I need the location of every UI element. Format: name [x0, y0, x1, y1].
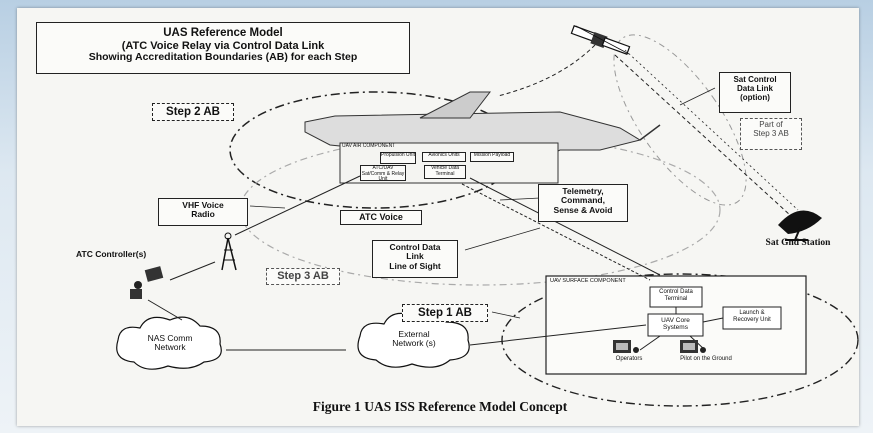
- cdl-line-2: Link: [406, 251, 424, 262]
- nas-comm-network-label: NAS Comm Network: [132, 333, 208, 353]
- atc-controller-icon: [130, 266, 164, 299]
- atc-controller-label: ATC Controller(s): [76, 249, 147, 259]
- sat-to-gnd-link: [614, 54, 791, 216]
- step1-boundary: [501, 273, 859, 407]
- uav-air-header: UAV AIR COMPONENT: [342, 143, 396, 149]
- atc-voice-label: ATC Voice: [340, 210, 422, 225]
- ext-line-1: External: [398, 329, 430, 339]
- sat-to-gnd-link-2: [624, 49, 799, 211]
- operators-workstation-icon: [613, 340, 639, 353]
- atc-relay-unit-box: ATC/UAV Sat/Comm & Relay Unit: [360, 165, 406, 182]
- part-step3-line-1: Part of: [759, 120, 783, 129]
- nas-line-2: Network: [154, 342, 186, 353]
- sat-link-line-2: Data Link: [736, 83, 773, 93]
- sat-control-link-label: Sat Control Data Link (option): [719, 72, 791, 113]
- radio-tower-icon: [221, 232, 237, 271]
- mission-payload-box: Mission Payload: [470, 152, 514, 162]
- control-data-terminal-label: Control Data Terminal: [650, 289, 702, 302]
- launch-line-1: Launch &: [739, 310, 765, 316]
- step2-label: Step 2 AB: [152, 103, 234, 121]
- launch-recovery-label: Launch & Recovery Unit: [723, 310, 781, 323]
- sat-link-line-1: Sat Control: [733, 75, 777, 84]
- title-box: UAS Reference Model (ATC Voice Relay via…: [36, 22, 410, 74]
- cdt-line-1: Control Data: [659, 289, 693, 295]
- title-line-3: Showing Accreditation Boundaries (AB) fo…: [88, 50, 358, 63]
- step3-label: Step 3 AB: [266, 268, 340, 285]
- cdl-line-1: Control Data: [389, 242, 441, 252]
- satellite-icon: [570, 25, 631, 55]
- step1-leader: [491, 311, 521, 319]
- sat-link-boundary: [613, 34, 747, 206]
- external-to-core: [469, 324, 647, 346]
- sat-to-air-link: [497, 44, 596, 97]
- title-line-1: UAS Reference Model: [163, 27, 283, 39]
- propulsion-unit-box: Propulsion Unit: [380, 152, 416, 164]
- core-line-2: Systems: [663, 324, 688, 332]
- operators-label: Operators: [615, 356, 643, 362]
- core-line-1: UAV Core: [661, 317, 690, 324]
- vhf-to-air-link: [234, 175, 361, 236]
- external-network-label: External Network (s): [374, 329, 454, 349]
- nas-network-cloud: [116, 316, 222, 370]
- vehicle-data-terminal-box: Vehicle Data Terminal: [424, 165, 466, 179]
- pilot-on-ground-label: Pilot on the Ground: [680, 356, 732, 362]
- figure-caption: Figure 1 UAS ISS Reference Model Concept: [312, 399, 568, 414]
- pilot-workstation-icon: [680, 340, 706, 353]
- cdl-line-3: Line of Sight: [389, 260, 441, 271]
- controller-to-tower: [169, 261, 216, 281]
- cdt-line-2: Terminal: [664, 295, 688, 302]
- ext-line-2: Network (s): [392, 338, 436, 349]
- vhf-line-1: VHF Voice: [182, 200, 224, 210]
- avionics-units-box: Avionics Units: [422, 152, 466, 162]
- sat-label-leader: [679, 87, 716, 106]
- control-data-link-2: [461, 183, 651, 281]
- telemetry-leader: [499, 197, 541, 201]
- part-step3-line-2: Step 3 AB: [753, 128, 789, 138]
- title-line-2: (ATC Voice Relay via Control Data Link: [121, 39, 325, 52]
- nas-line-1: NAS Comm: [147, 333, 193, 343]
- control-data-link: [469, 177, 661, 276]
- step1-label: Step 1 AB: [402, 304, 488, 322]
- telemetry-line-2: Command,: [561, 195, 605, 206]
- telemetry-label: Telemetry, Command, Sense & Avoid: [538, 184, 628, 222]
- external-network-cloud: [357, 312, 470, 368]
- telemetry-line-3: Sense & Avoid: [553, 204, 613, 215]
- uav-core-systems-label: UAV Core Systems: [648, 317, 703, 331]
- cdl-leader: [464, 227, 541, 251]
- vhf-line-2: Radio: [191, 209, 215, 220]
- uav-surface-header: UAV SURFACE COMPONENT: [550, 278, 626, 284]
- part-of-step3-label: Part of Step 3 AB: [740, 118, 802, 150]
- controller-to-nas: [147, 299, 183, 321]
- sat-gnd-station-label: Sat Gnd Station: [765, 238, 831, 248]
- launch-line-2: Recovery Unit: [733, 316, 771, 323]
- vhf-label-leader: [249, 205, 286, 209]
- sat-link-line-3: (option): [740, 92, 770, 102]
- vhf-voice-radio-label: VHF Voice Radio: [158, 198, 248, 226]
- telemetry-line-1: Telemetry,: [562, 186, 604, 196]
- sat-dish-icon: [778, 210, 822, 241]
- control-data-link-label: Control Data Link Line of Sight: [372, 240, 458, 278]
